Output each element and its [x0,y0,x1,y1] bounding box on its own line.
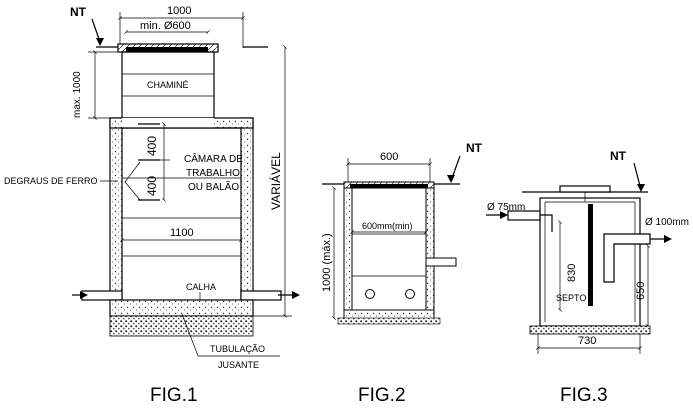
fig2-label-height: 1000 (máx.) [321,233,333,292]
fig1-wall-right [240,117,254,301]
fig1-label-max1000: max. 1000 [72,71,83,118]
fig1-pipe-inlet [81,290,123,301]
fig3-outlet-pipe [603,233,651,283]
fig1-label-1100: 1100 [170,227,194,239]
fig2-wall-right [425,187,435,319]
fig1-wall-left [109,117,123,301]
fig2-opening-left [365,289,375,299]
fig1-lid [126,47,208,52]
fig3-label-650: 650 [635,282,647,300]
fig1-label-variavel: VARIÁVEL [268,152,283,210]
fig1-flow-out-arrow [292,291,300,299]
fig1-tubulacao-leader [181,313,199,357]
fig1-nt-label: NT [70,5,87,19]
fig2-nt-leader [451,155,461,179]
fig2-label-600: 600 [380,151,398,163]
fig1-flow-in-arrow [80,291,88,299]
fig3-label-septo: SEPTO [556,293,586,303]
fig1-slab-opening [122,118,214,128]
fig1-label-calha: CALHA [186,282,216,292]
fig1-degraus-pointer-1 [124,161,141,183]
fig1-label-400b: 400 [145,176,159,196]
fig3-nt-leader [633,162,641,187]
fig3-label-inlet: Ø 75mm [487,202,525,213]
fig1-degraus-pointer-2 [124,181,141,201]
fig2-wall-left [343,187,353,319]
fig2-bed [337,317,441,325]
fig3-base [529,325,651,335]
fig1-caption: FIG.1 [150,385,198,406]
fig1-label-camara-2: TRABALHO [186,168,240,179]
fig2-caption: FIG.2 [358,385,406,406]
fig3-label-730: 730 [578,335,596,347]
fig2-nt-label: NT [466,141,483,155]
fig2-pipe [425,257,457,267]
fig3-inlet-arrow [500,211,508,219]
fig2-nt-arrow [447,175,455,183]
fig3-nt-arrow [637,184,645,192]
fig1-label-chamine: CHAMINÉ [147,80,189,90]
fig1-label-400a: 400 [145,136,159,156]
fig1-base-slab [109,299,254,317]
fig3-outlet-arrow [664,235,672,243]
fig1-label-1000: 1000 [167,5,191,17]
fig1-label-camara-3: OU BALÃO [188,180,239,193]
figure-1: NT 1000 min. Ø600 CHAMINÉ max. 1000 [4,5,300,406]
figure-2: 600 NT 600mm(min) 1000 (máx.) FIG.2 [321,141,483,406]
fig1-pipe-outlet [240,290,282,301]
fig2-opening-right [405,289,415,299]
fig1-nt-arrow [96,38,104,46]
fig1-label-jusante: JUSANTE [218,360,259,370]
fig1-label-degraus: DEGRAUS DE FERRO [4,176,98,186]
fig3-label-830: 830 [566,264,578,282]
fig1-label-tubulacao: TUBULAÇÃO [210,344,265,354]
fig1-label-camara-1: CÂMARA DE [184,152,243,165]
fig3-label-outlet: Ø 100mm [645,217,689,228]
fig3-caption: FIG.3 [560,385,608,406]
fig3-nt-label: NT [610,149,627,163]
fig3-lid [559,185,611,193]
fig2-label-inner600: 600mm(min) [362,221,413,231]
fig1-label-min600: min. Ø600 [140,20,191,32]
fig3-inlet-elbow [540,214,553,232]
fig1-gravel-bed [109,315,254,337]
fig2-lid [350,184,428,188]
figure-3: NT SEPTO Ø 75mm Ø 100mm 830 650 [486,149,689,406]
fig3-septum [588,204,593,306]
